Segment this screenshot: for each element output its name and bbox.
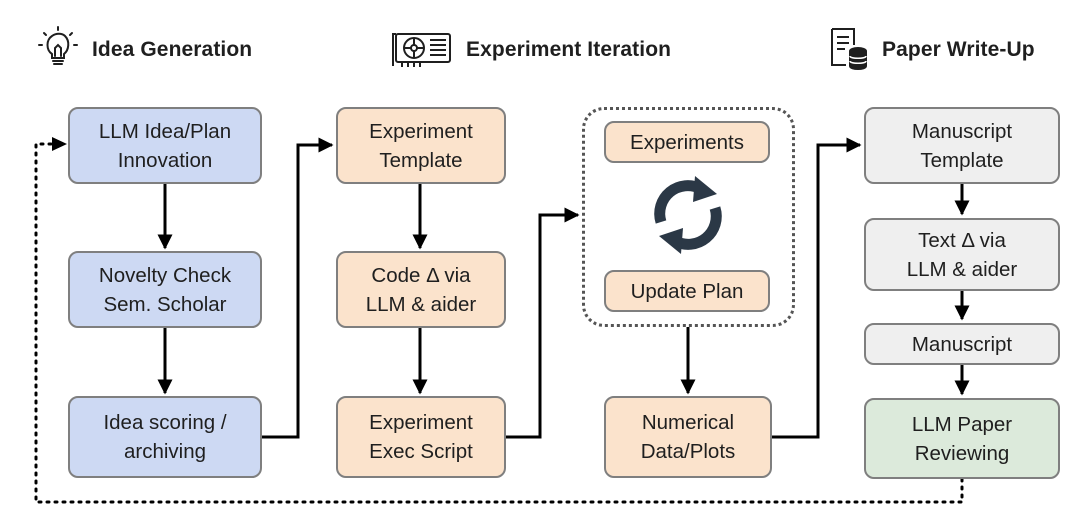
gpu-card-icon	[390, 26, 454, 75]
node-experiment-template: Experiment Template	[336, 107, 506, 184]
node-manuscript: Manuscript	[864, 323, 1060, 365]
node-code-delta: Code Δ via LLM & aider	[336, 251, 506, 328]
arrow-exec-to-loop	[506, 207, 580, 439]
experiment-loop-group	[582, 107, 795, 327]
header-title: Idea Generation	[92, 38, 253, 61]
node-update-plan: Update Plan	[604, 270, 770, 312]
node-exec-script: Experiment Exec Script	[336, 396, 506, 478]
node-llm-paper-reviewing: LLM Paper Reviewing	[864, 398, 1060, 479]
node-numerical-data: Numerical Data/Plots	[604, 396, 772, 478]
node-experiments: Experiments	[604, 121, 770, 163]
feedback-arrowhead	[52, 137, 67, 151]
document-database-icon	[826, 25, 870, 76]
header-title: Experiment Iteration	[466, 38, 672, 61]
node-novelty-check: Novelty Check Sem. Scholar	[68, 251, 262, 328]
node-llm-idea-plan: LLM Idea/Plan Innovation	[68, 107, 262, 184]
header-paper-write-up: Paper Write-Up	[826, 26, 1035, 74]
header-title: Paper Write-Up	[882, 38, 1035, 61]
header-idea-generation: Idea Generation	[36, 25, 253, 75]
node-idea-scoring: Idea scoring / archiving	[68, 396, 262, 478]
lightbulb-icon	[36, 25, 80, 75]
cycle-arrows-icon	[643, 172, 733, 263]
node-text-delta: Text Δ via LLM & aider	[864, 218, 1060, 291]
arrow-scoring-to-template	[262, 137, 334, 439]
node-manuscript-template: Manuscript Template	[864, 107, 1060, 184]
feedback-loop-line	[34, 142, 964, 504]
arrow-numerical-to-manuscript	[772, 137, 862, 439]
header-experiment-iteration: Experiment Iteration	[390, 26, 671, 74]
